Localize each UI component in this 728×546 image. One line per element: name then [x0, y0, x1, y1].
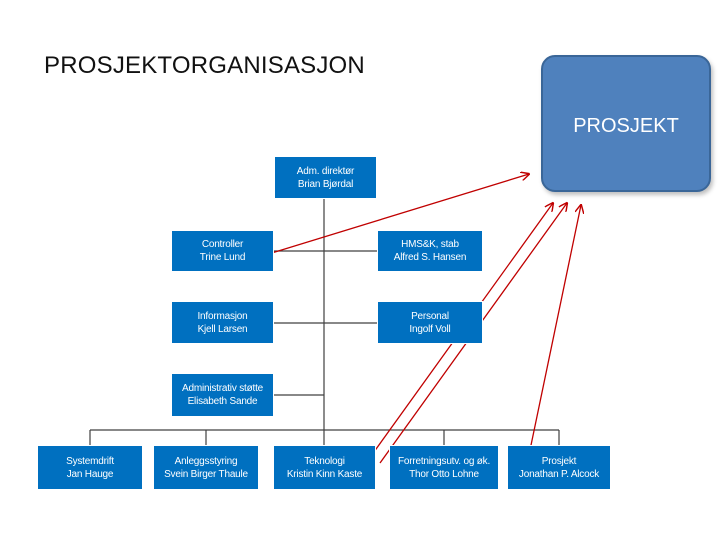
node-person: Kjell Larsen: [197, 323, 248, 335]
node-role: Forretningsutv. og øk.: [397, 455, 491, 467]
node-person: Brian Bjørdal: [297, 178, 354, 190]
node-role: Adm. direktør: [296, 165, 355, 177]
node-controller[interactable]: Controller Trine Lund: [171, 230, 274, 272]
node-role: Controller: [201, 239, 244, 250]
node-person: Elisabeth Sande: [187, 396, 258, 407]
node-person: Kristin Kinn Kaste: [286, 468, 363, 480]
node-role: Administrativ støtte: [181, 383, 264, 394]
node-role: Teknologi: [304, 455, 345, 467]
node-role: Informasjon: [197, 310, 248, 322]
node-person: Trine Lund: [199, 252, 246, 263]
node-role: Anleggsstyring: [174, 455, 238, 467]
prosjekt-highlight-box[interactable]: PROSJEKT: [541, 55, 711, 192]
node-role: Prosjekt: [541, 455, 577, 467]
node-person: Alfred S. Hansen: [393, 252, 467, 263]
arrow-prosjekt: [529, 205, 581, 451]
node-person: Jan Hauge: [66, 468, 114, 480]
page-title: PROSJEKTORGANISASJON: [44, 52, 365, 79]
node-teknologi[interactable]: Teknologi Kristin Kinn Kaste: [273, 445, 376, 490]
node-personal[interactable]: Personal Ingolf Voll: [377, 301, 483, 344]
node-forretningsutvikling[interactable]: Forretningsutv. og øk. Thor Otto Lohne: [389, 445, 499, 490]
node-role: Systemdrift: [66, 455, 114, 467]
node-role: HMS&K, stab: [401, 239, 459, 250]
arrow-controller: [261, 174, 529, 257]
node-hms[interactable]: HMS&K, stab Alfred S. Hansen: [377, 230, 483, 272]
node-prosjekt[interactable]: Prosjekt Jonathan P. Alcock: [507, 445, 611, 490]
node-administrativ-stotte[interactable]: Administrativ støtte Elisabeth Sande: [171, 373, 274, 417]
node-person: Ingolf Voll: [409, 323, 451, 335]
node-informasjon[interactable]: Informasjon Kjell Larsen: [171, 301, 274, 344]
node-anleggsstyring[interactable]: Anleggsstyring Svein Birger Thaule: [153, 445, 259, 490]
node-person: Thor Otto Lohne: [409, 468, 479, 480]
node-person: Svein Birger Thaule: [164, 468, 248, 480]
node-person: Jonathan P. Alcock: [518, 468, 600, 480]
node-systemdrift[interactable]: Systemdrift Jan Hauge: [37, 445, 143, 490]
prosjekt-highlight-label: PROSJEKT: [573, 115, 679, 137]
node-adm-direktor[interactable]: Adm. direktør Brian Bjørdal: [274, 156, 377, 199]
node-role: Personal: [411, 310, 449, 322]
